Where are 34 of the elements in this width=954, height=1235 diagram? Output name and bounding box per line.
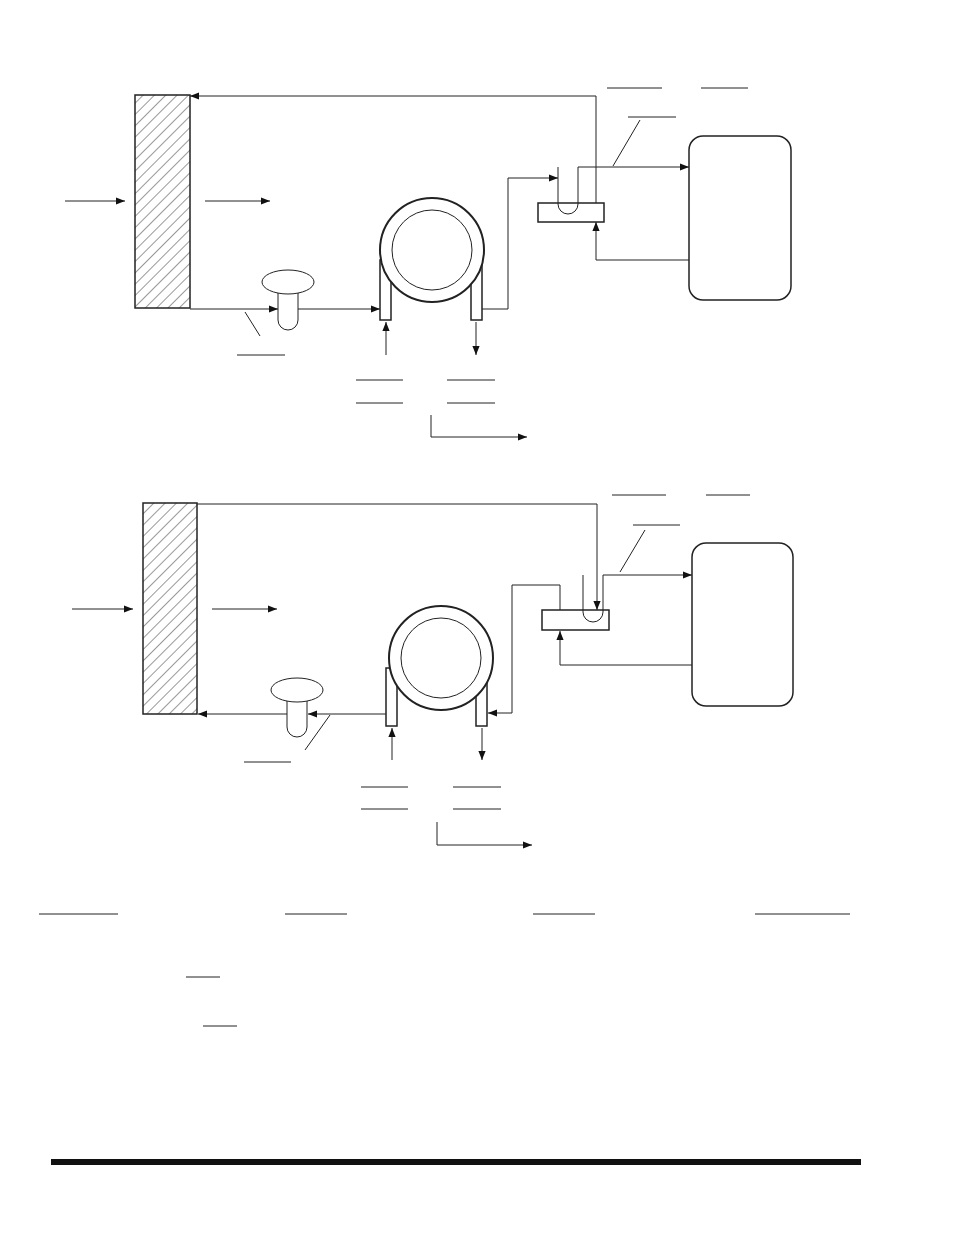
compressor-drawing	[385, 605, 494, 727]
leader-line	[304, 714, 331, 751]
coil-drawing	[134, 94, 191, 309]
pipe-arrow	[189, 305, 279, 313]
pipe-arrow	[196, 503, 601, 611]
flow-arrow	[382, 321, 390, 356]
pipe-arrow	[577, 163, 690, 171]
valve-drawing	[537, 166, 605, 223]
flow-arrow	[64, 197, 126, 205]
flow-arrow	[478, 727, 486, 761]
pipe-arrow	[197, 710, 288, 718]
compressor-drawing	[379, 197, 485, 321]
leader-line	[612, 119, 641, 167]
pipe-arrow	[297, 305, 381, 313]
pipe-arrow	[189, 92, 597, 204]
pipe-arrow	[481, 174, 559, 310]
pipe-arrow	[556, 630, 693, 666]
unit-box	[691, 542, 794, 707]
flow-arrow	[211, 605, 278, 613]
valve-drawing	[541, 574, 610, 631]
flow-arrow	[388, 727, 396, 761]
leader-line	[619, 529, 646, 573]
coil-drawing	[142, 502, 198, 715]
flow-arrow	[71, 605, 134, 613]
pipe-arrow	[307, 710, 387, 718]
pipe-arrow	[602, 571, 693, 579]
drier-drawing	[270, 677, 324, 738]
unit-box	[688, 135, 792, 301]
leader-line	[244, 311, 261, 337]
pipe-arrow	[487, 584, 561, 717]
pipe-arrow	[592, 221, 690, 261]
drier-drawing	[261, 269, 315, 331]
flow-arrow	[472, 321, 480, 356]
flow-arrow	[204, 197, 271, 205]
